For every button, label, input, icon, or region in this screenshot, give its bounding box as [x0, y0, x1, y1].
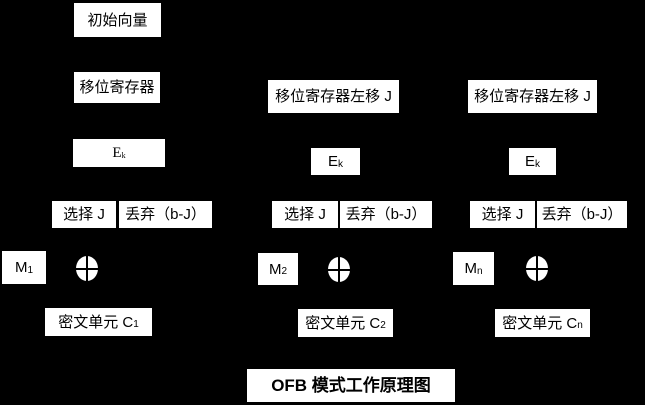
initial-vector-box: 初始向量 — [74, 3, 161, 37]
cipher-label: 密文单元 C — [502, 314, 578, 332]
encrypt-subscript: k — [338, 158, 343, 170]
discard-box: 丢弃（b-J） — [537, 201, 627, 228]
shift-register-box: 移位寄存器 — [74, 72, 160, 103]
select-j-box: 选择 J — [52, 201, 116, 228]
encrypt-subscript: k — [535, 158, 540, 170]
diagram-title: OFB 模式工作原理图 — [247, 369, 455, 402]
message-subscript: 2 — [281, 266, 288, 277]
select-j-box: 选择 J — [470, 201, 535, 228]
discard-box: 丢弃（b-J） — [119, 201, 212, 228]
cipher-subscript: 2 — [380, 320, 386, 331]
cipher-subscript: n — [577, 320, 583, 331]
message-subscript: n — [476, 265, 483, 277]
encrypt-subscript: k — [121, 151, 126, 160]
xor-vertical-bar — [86, 256, 88, 281]
cipher-label: 密文单元 C — [58, 313, 134, 331]
cipher-label: 密文单元 C — [305, 314, 381, 332]
cipher-subscript: 1 — [133, 319, 139, 330]
discard-box: 丢弃（b-J） — [340, 201, 432, 228]
message-label: M — [268, 260, 282, 278]
shift-register-left-box: 移位寄存器左移 J — [468, 80, 597, 113]
encrypt-label: E — [327, 153, 338, 170]
encrypt-label: E — [524, 153, 535, 170]
xor-vertical-bar — [338, 257, 340, 282]
xor-vertical-bar — [536, 256, 538, 281]
message-label: M — [464, 260, 477, 277]
message-label: M — [14, 259, 28, 276]
xor-circle-plus-icon — [76, 256, 98, 281]
xor-circle-plus-icon — [526, 256, 548, 281]
message-subscript: 1 — [27, 264, 34, 276]
xor-circle-plus-icon — [328, 257, 350, 282]
shift-register-left-box: 移位寄存器左移 J — [268, 80, 399, 113]
select-j-box: 选择 J — [272, 201, 338, 228]
encrypt-label: E — [112, 144, 122, 161]
